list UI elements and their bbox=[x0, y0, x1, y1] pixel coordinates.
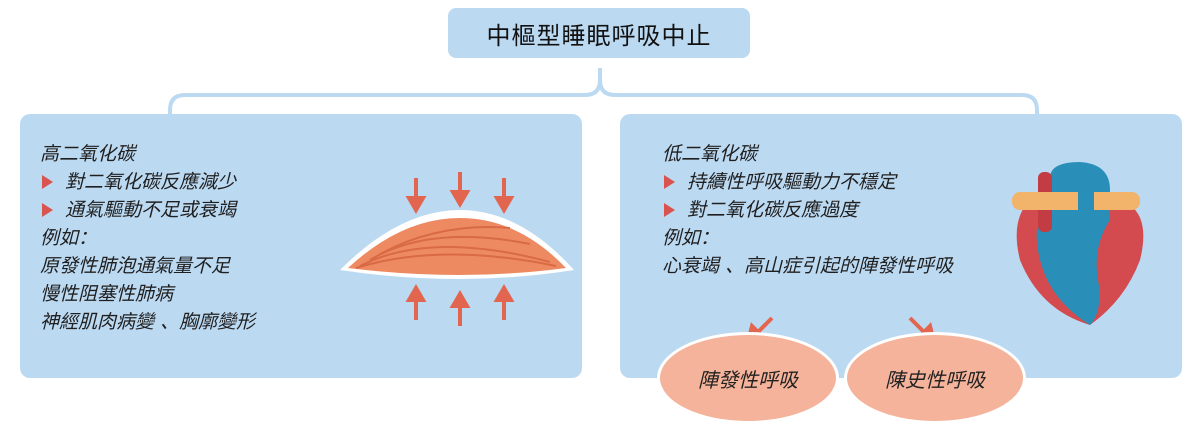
low-co2-bullet-1: 持續性呼吸驅動力不穩定 bbox=[662, 168, 953, 196]
outcome-oval-periodic-breathing: 陣發性呼吸 bbox=[657, 332, 839, 424]
high-co2-text: 高二氧化碳 對二氧化碳反應減少 通氣驅動不足或衰竭 例如： 原發性肺泡通氣量不足… bbox=[40, 140, 255, 336]
high-co2-bullet-2-text: 通氣驅動不足或衰竭 bbox=[65, 199, 237, 221]
high-co2-example-3: 神經肌肉病變 、胸廓變形 bbox=[40, 311, 256, 333]
diagram-title: 中樞型睡眠呼吸中止 bbox=[448, 8, 750, 58]
compression-arrow-icon bbox=[405, 284, 515, 326]
high-co2-bullet-1: 對二氧化碳反應減少 bbox=[40, 168, 255, 196]
low-co2-bullet-2-text: 對二氧化碳反應過度 bbox=[687, 199, 859, 221]
low-co2-text: 低二氧化碳 持續性呼吸驅動力不穩定 對二氧化碳反應過度 例如： 心衰竭 、高山症… bbox=[662, 140, 953, 280]
high-co2-heading: 高二氧化碳 bbox=[40, 143, 136, 165]
bullet-triangle-icon bbox=[42, 203, 53, 217]
outcome-1-label: 陣發性呼吸 bbox=[698, 367, 798, 392]
high-co2-panel: 高二氧化碳 對二氧化碳反應減少 通氣驅動不足或衰竭 例如： 原發性肺泡通氣量不足… bbox=[20, 114, 582, 378]
high-co2-bullet-1-text: 對二氧化碳反應減少 bbox=[65, 171, 237, 193]
bracket-connector bbox=[168, 68, 1039, 118]
low-co2-heading: 低二氧化碳 bbox=[662, 143, 758, 165]
high-co2-example-1: 原發性肺泡通氣量不足 bbox=[40, 255, 231, 277]
low-co2-bullet-2: 對二氧化碳反應過度 bbox=[662, 196, 953, 224]
bullet-triangle-icon bbox=[664, 175, 675, 189]
bullet-triangle-icon bbox=[42, 175, 53, 189]
low-co2-bullet-1-text: 持續性呼吸驅動力不穩定 bbox=[687, 171, 897, 193]
heart-illustration bbox=[1012, 162, 1144, 325]
diagram-title-text: 中樞型睡眠呼吸中止 bbox=[486, 21, 712, 50]
bullet-triangle-icon bbox=[664, 203, 675, 217]
high-co2-example-2: 慢性阻塞性肺病 bbox=[40, 283, 174, 305]
compression-arrow-icon bbox=[405, 172, 515, 214]
high-co2-example-label: 例如： bbox=[40, 227, 98, 249]
muscle-illustration bbox=[340, 172, 574, 326]
outcome-2-label: 陳史性呼吸 bbox=[885, 367, 985, 392]
low-co2-example-label: 例如： bbox=[662, 227, 720, 249]
high-co2-bullet-2: 通氣驅動不足或衰竭 bbox=[40, 196, 255, 224]
outcome-oval-cheyne-stokes: 陳史性呼吸 bbox=[844, 332, 1026, 424]
low-co2-example-1: 心衰竭 、高山症引起的陣發性呼吸 bbox=[662, 255, 954, 277]
